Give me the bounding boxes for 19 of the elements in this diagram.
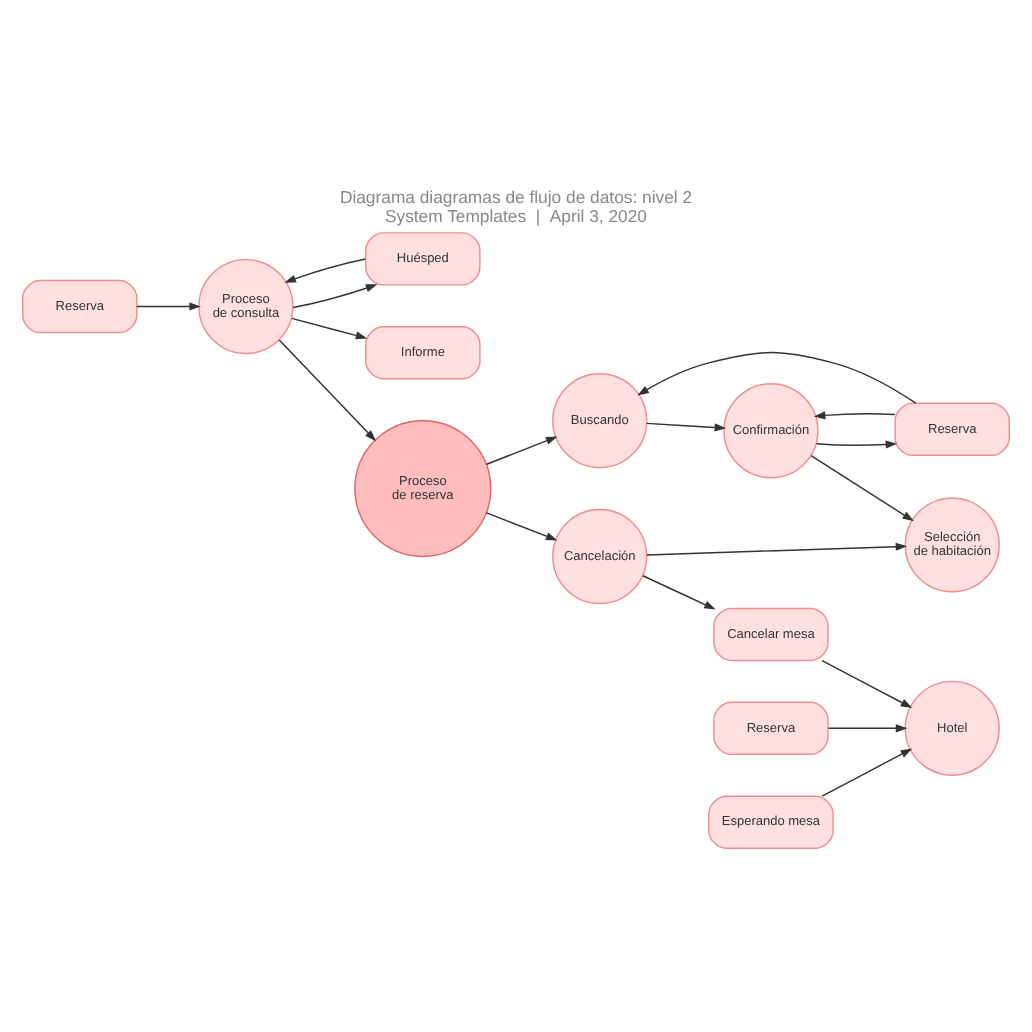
arrow — [278, 339, 377, 442]
arrow — [292, 284, 378, 309]
arrow — [485, 436, 558, 465]
arrow — [646, 422, 727, 432]
diagram-title: Diagrama diagramas de flujo de datos: nivel 2 — [339, 187, 693, 208]
arrow — [815, 440, 898, 449]
arrow — [642, 575, 716, 610]
arrow — [136, 302, 201, 311]
arrow — [485, 512, 558, 541]
arrow — [821, 748, 913, 797]
caption: System Templates | April 3, 2020 — [384, 206, 648, 227]
arrow — [637, 351, 917, 404]
arrow — [827, 724, 908, 733]
arrow — [813, 411, 896, 420]
arrow — [810, 454, 914, 522]
arrow — [821, 659, 913, 709]
arrow — [284, 258, 366, 283]
arrow — [291, 317, 368, 340]
arrow — [646, 542, 908, 556]
